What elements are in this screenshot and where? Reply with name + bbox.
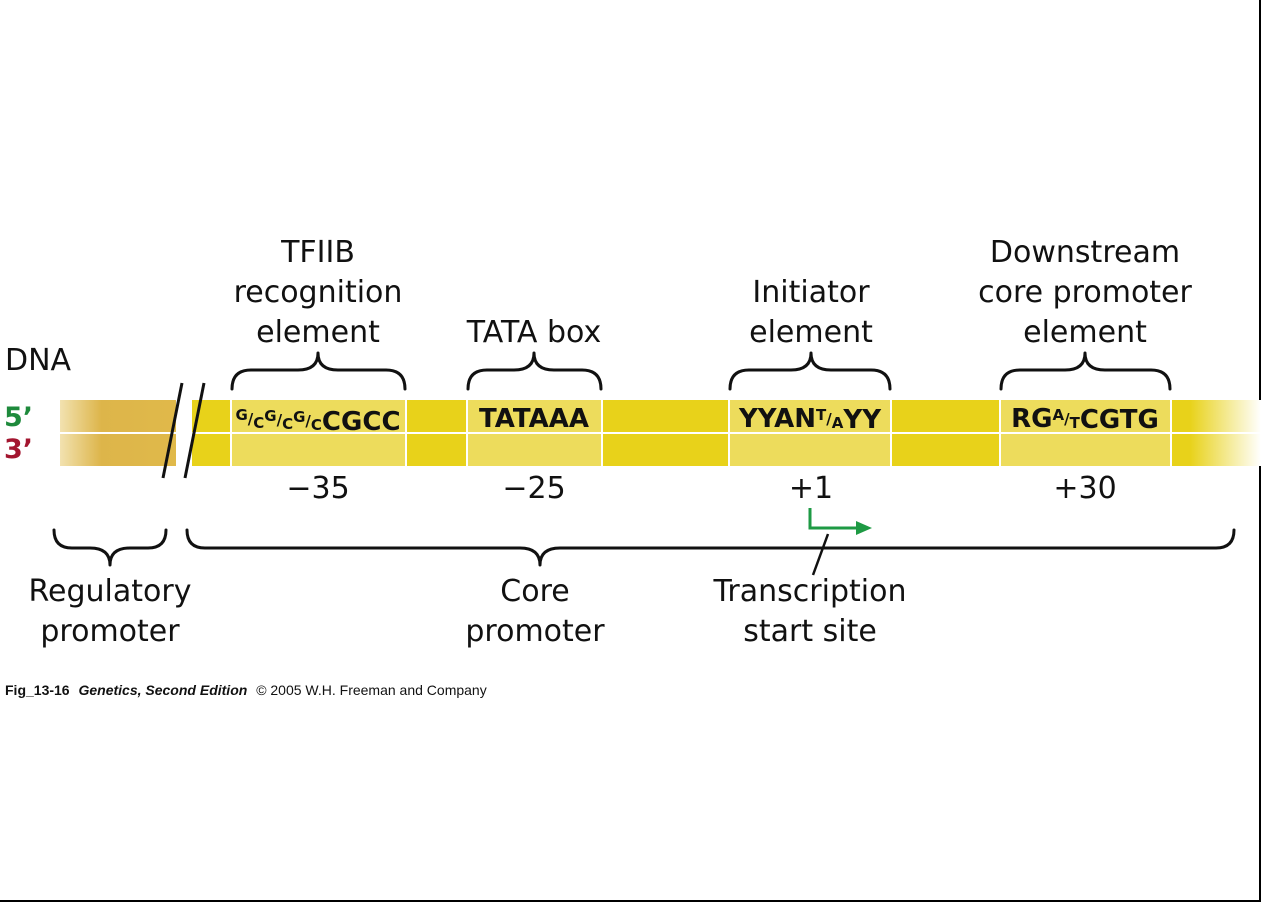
element-title-tfiib: TFIIB recognition element — [234, 235, 403, 350]
position-tata: −25 — [502, 471, 565, 506]
sequence-dpe: RGA/TCGTG — [1011, 404, 1159, 435]
dna-label: DNA — [5, 343, 72, 378]
svg-text:TFIIB: TFIIB — [280, 235, 355, 270]
brace-regulatory — [52, 528, 168, 567]
svg-text:element: element — [256, 315, 380, 350]
figure-caption: Fig_13-16 Genetics, Second Edition © 200… — [5, 682, 487, 698]
caption-book: Genetics, Second Edition — [78, 682, 247, 698]
strand-5-label: 5’ — [4, 402, 33, 433]
region-regulatory: Regulatory promoter — [29, 574, 192, 649]
brace-tata — [466, 351, 603, 391]
element-title-tata: TATA box — [466, 315, 601, 350]
element-title-dpe: Downstream core promoter element — [978, 235, 1192, 350]
brace-core — [185, 528, 1236, 567]
caption-rest: © 2005 W.H. Freeman and Company — [256, 682, 487, 698]
position-inr: +1 — [789, 471, 833, 506]
sequence-tfiib: G/CG/CG/CCGCC — [235, 406, 400, 437]
transcription-start-arrow — [808, 508, 872, 535]
sequence-tata: TATAAA — [479, 404, 589, 434]
svg-text:Core: Core — [500, 574, 569, 609]
caption-fig: Fig_13-16 — [5, 682, 70, 698]
strand-3-label: 3’ — [4, 434, 33, 465]
svg-text:TATA box: TATA box — [466, 315, 601, 350]
position-dpe: +30 — [1053, 471, 1116, 506]
region-core: Core promoter — [465, 574, 605, 649]
svg-text:core promoter: core promoter — [978, 275, 1192, 310]
svg-text:promoter: promoter — [40, 614, 180, 649]
dna-band — [60, 398, 1261, 468]
svg-text:promoter: promoter — [465, 614, 605, 649]
brace-tfiib — [230, 351, 407, 391]
svg-text:Regulatory: Regulatory — [29, 574, 192, 609]
svg-text:Initiator: Initiator — [752, 275, 870, 310]
region-tss: Transcription start site — [713, 574, 907, 649]
svg-text:start site: start site — [743, 614, 877, 649]
sequence-inr: YYANT/AYY — [738, 404, 882, 435]
position-tfiib: −35 — [286, 471, 349, 506]
svg-text:element: element — [1023, 315, 1147, 350]
break-marks — [161, 382, 206, 479]
svg-text:element: element — [749, 315, 873, 350]
brace-inr — [728, 351, 892, 391]
element-title-inr: Initiator element — [749, 275, 873, 350]
svg-text:Downstream: Downstream — [990, 235, 1180, 270]
brace-dpe — [999, 351, 1172, 391]
svg-text:recognition: recognition — [234, 275, 403, 310]
tss-pointer — [811, 533, 830, 576]
svg-text:Transcription: Transcription — [713, 574, 907, 609]
